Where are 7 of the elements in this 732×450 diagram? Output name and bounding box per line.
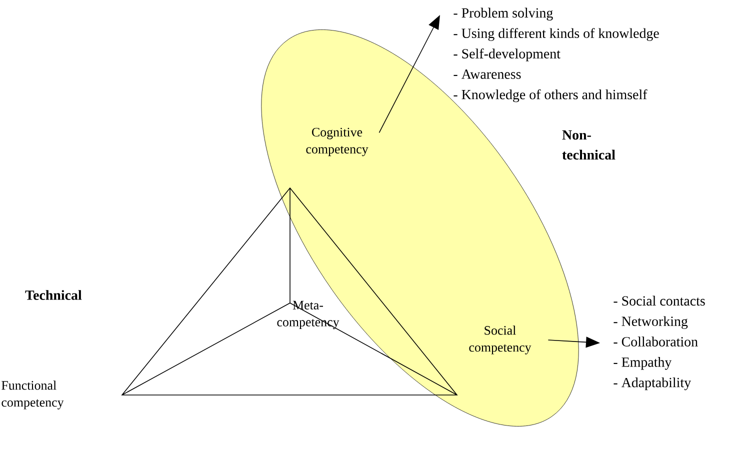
region-label: Non- technical: [562, 130, 616, 160]
competency-label: Social competency: [469, 326, 532, 354]
competency-label: Cognitive competency: [306, 128, 368, 156]
region-label: Technical: [25, 290, 82, 300]
list-text: - Problem solving - Using different kinds of knowledge - Self-development - Awareness - Knowledge of others and himself: [454, 8, 659, 102]
competency-label: Functional competency: [2, 380, 64, 410]
list-text: - Social contacts - Networking - Collaboration - Empathy - Adaptability: [614, 296, 705, 390]
